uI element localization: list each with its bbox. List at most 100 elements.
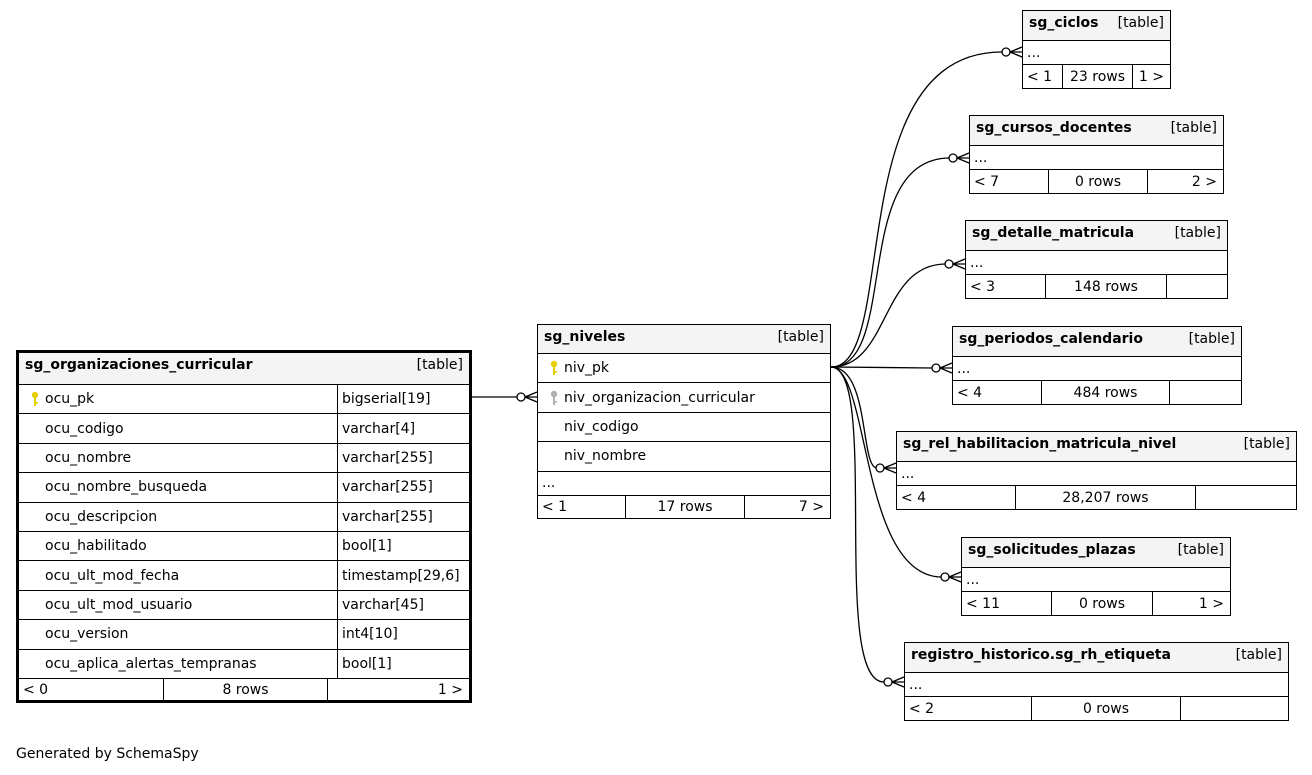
table-type-label: [table]	[1170, 120, 1217, 136]
table-type-label: [table]	[1235, 647, 1282, 663]
table-header: sg_periodos_calendario [table]	[953, 327, 1241, 357]
more-columns-ellipsis: ...	[970, 146, 1223, 170]
column-row[interactable]: niv_nombre	[538, 442, 830, 472]
column-name: ocu_nombre	[45, 449, 132, 466]
column-name: ocu_codigo	[45, 420, 124, 437]
column-type: varchar[4]	[337, 414, 469, 443]
table-name: sg_solicitudes_plazas	[968, 542, 1136, 558]
table-type-label: [table]	[1243, 436, 1290, 452]
row-count: 17 rows	[626, 495, 745, 519]
table-header: registro_historico.sg_rh_etiqueta [table]	[905, 643, 1288, 673]
children-count[interactable]: 1 >	[1198, 595, 1224, 612]
parents-count[interactable]: < 4	[953, 381, 1042, 404]
table-header: sg_rel_habilitacion_matricula_nivel[tabl…	[897, 432, 1296, 462]
column-type: int4[10]	[337, 620, 469, 649]
row-count: 148 rows	[1046, 275, 1167, 298]
column-type: varchar[255]	[337, 502, 469, 531]
children-count[interactable]	[1170, 381, 1241, 404]
column-name: niv_organizacion_curricular	[564, 389, 755, 406]
row-count: 0 rows	[1052, 592, 1153, 615]
parents-count[interactable]: < 0	[19, 678, 164, 702]
more-columns-ellipsis: ...	[953, 357, 1241, 381]
column-type: varchar[45]	[337, 590, 469, 620]
table-header: sg_solicitudes_plazas[table]	[962, 538, 1230, 568]
column-type: timestamp[29,6]	[337, 561, 469, 590]
more-columns-ellipsis: ...	[966, 251, 1227, 275]
table-name: sg_niveles	[544, 329, 626, 345]
column-row[interactable]: ocu_version int4[10]	[19, 620, 469, 650]
children-count[interactable]	[1167, 275, 1227, 298]
children-count[interactable]	[1196, 486, 1296, 509]
column-name: niv_pk	[564, 360, 610, 377]
parents-count[interactable]: < 3	[966, 275, 1046, 298]
column-row[interactable]: ocu_nombre varchar[255]	[19, 443, 469, 474]
column-row[interactable]: niv_codigo	[538, 413, 830, 443]
children-count[interactable]: 2 >	[1191, 173, 1217, 190]
column-name: niv_nombre	[564, 448, 647, 465]
column-type: bool[1]	[337, 649, 469, 678]
column-row[interactable]: niv_organizacion_curricular	[538, 383, 830, 413]
column-name: niv_codigo	[564, 418, 639, 435]
more-columns-ellipsis: ...	[897, 462, 1296, 486]
primary-key-icon	[25, 391, 45, 407]
table-sg-organizaciones-curricular[interactable]: sg_organizaciones_curricular [table] ocu…	[16, 350, 472, 703]
children-count[interactable]	[1181, 697, 1288, 720]
table-name: sg_periodos_calendario	[959, 331, 1143, 347]
parents-count[interactable]: < 1	[1023, 65, 1063, 88]
row-count: 0 rows	[1032, 697, 1181, 720]
row-count: 23 rows	[1063, 65, 1133, 88]
row-count: 484 rows	[1042, 381, 1170, 404]
primary-key-icon	[544, 360, 564, 376]
column-name: ocu_habilitado	[45, 538, 147, 555]
parents-count[interactable]: < 1	[538, 495, 626, 519]
children-count[interactable]: 1 >	[1138, 68, 1164, 85]
table-header: sg_ciclos [table]	[1023, 11, 1170, 41]
table-name: sg_cursos_docentes	[976, 120, 1132, 136]
column-name: ocu_version	[45, 626, 129, 643]
more-columns-ellipsis: ...	[1023, 41, 1170, 65]
children-count[interactable]: 7 >	[798, 499, 824, 516]
table-header: sg_detalle_matricula[table]	[966, 221, 1227, 251]
table-type-label: [table]	[1188, 331, 1235, 347]
parents-count[interactable]: < 4	[897, 486, 1016, 509]
column-type: bigserial[19]	[337, 385, 469, 414]
children-count[interactable]: 1 >	[437, 682, 463, 699]
parents-count[interactable]: < 7	[970, 170, 1049, 193]
generated-by-label: Generated by SchemaSpy	[16, 746, 199, 762]
table-sg-rel-habilitacion-matricula-nivel[interactable]: sg_rel_habilitacion_matricula_nivel[tabl…	[896, 431, 1297, 510]
table-name: sg_organizaciones_curricular	[25, 357, 253, 373]
table-name: sg_detalle_matricula	[972, 225, 1135, 241]
more-columns-ellipsis: ...	[962, 568, 1230, 592]
column-row[interactable]: ocu_pk bigserial[19]	[19, 385, 469, 415]
column-row[interactable]: ocu_codigo varchar[4]	[19, 414, 469, 444]
table-registro-historico-sg-rh-etiqueta[interactable]: registro_historico.sg_rh_etiqueta [table]…	[904, 642, 1289, 721]
table-name: registro_historico.sg_rh_etiqueta	[911, 647, 1171, 663]
table-type-label: [table]	[1117, 15, 1164, 31]
table-name: sg_ciclos	[1029, 15, 1099, 31]
table-header: sg_organizaciones_curricular [table]	[19, 353, 469, 385]
column-row[interactable]: niv_pk	[538, 354, 830, 384]
parents-count[interactable]: < 2	[905, 697, 1032, 720]
parents-count[interactable]: < 11	[962, 592, 1052, 615]
row-count: 0 rows	[1049, 170, 1148, 193]
table-footer: < 0 8 rows 1 >	[19, 678, 469, 702]
column-name: ocu_pk	[45, 391, 95, 408]
column-type: varchar[255]	[337, 443, 469, 473]
